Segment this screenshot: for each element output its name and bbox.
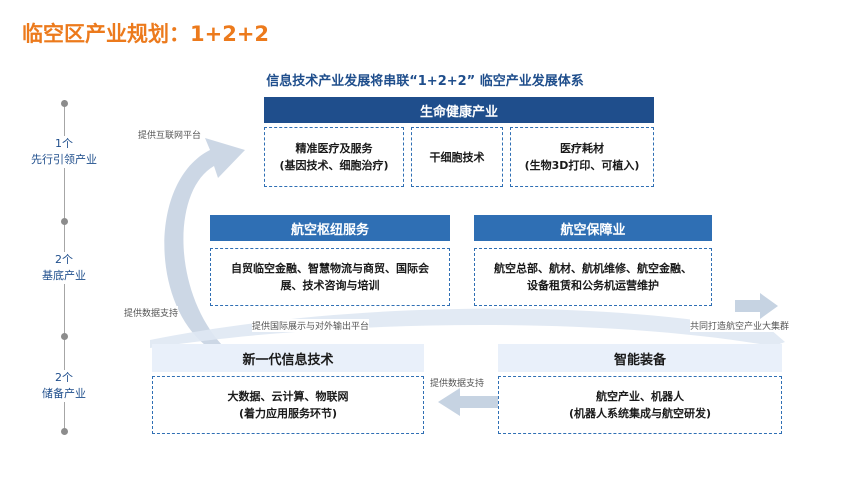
timeline-dot — [61, 218, 68, 225]
page-title: 临空区产业规划：1+2+2 — [22, 22, 270, 46]
reserve-box-smart-equipment: 航空产业、机器人(机器人系统集成与航空研发) — [498, 376, 782, 434]
lead-cell-medical-consumables: 医疗耗材(生物3D打印、可植入) — [510, 127, 654, 187]
timeline-dot — [61, 100, 68, 107]
timeline-dot — [61, 428, 68, 435]
label-data-support-left: 提供数据支持 — [124, 306, 179, 319]
base-header-aviation-support: 航空保障业 — [474, 215, 712, 241]
label-internet-platform: 提供互联网平台 — [138, 128, 202, 141]
base-header-aviation-hub: 航空枢纽服务 — [210, 215, 450, 241]
timeline-label-lead: 1个先行引领产业 — [18, 136, 110, 168]
label-data-support-bottom: 提供数据支持 — [430, 379, 485, 389]
reserve-header-new-it: 新一代信息技术 — [152, 344, 424, 372]
page-subtitle: 信息技术产业发展将串联“1+2+2” 临空产业发展体系 — [266, 74, 584, 89]
data-support-arrow — [438, 388, 498, 416]
label-intl-platform: 提供国际展示与对外输出平台 — [252, 319, 370, 332]
lead-cell-precision-medicine: 精准医疗及服务(基因技术、细胞治疗) — [264, 127, 404, 187]
reserve-box-new-it: 大数据、云计算、物联网(着力应用服务环节) — [152, 376, 424, 434]
base-box-aviation-support: 航空总部、航材、航机维修、航空金融、设备租赁和公务机运营维护 — [474, 248, 712, 306]
timeline-dot — [61, 333, 68, 340]
reserve-header-smart-equipment: 智能装备 — [498, 344, 782, 372]
timeline-label-base: 2个基底产业 — [18, 252, 110, 284]
curved-arrow-up — [164, 138, 245, 345]
lead-cell-stem-cell: 干细胞技术 — [411, 127, 503, 187]
label-aviation-cluster: 共同打造航空产业大集群 — [690, 319, 790, 332]
timeline-label-reserve: 2个储备产业 — [18, 370, 110, 402]
base-box-aviation-hub: 自贸临空金融、智慧物流与商贸、国际会展、技术咨询与培训 — [210, 248, 450, 306]
lead-industry-header: 生命健康产业 — [264, 97, 654, 123]
cluster-arrow — [735, 293, 778, 319]
